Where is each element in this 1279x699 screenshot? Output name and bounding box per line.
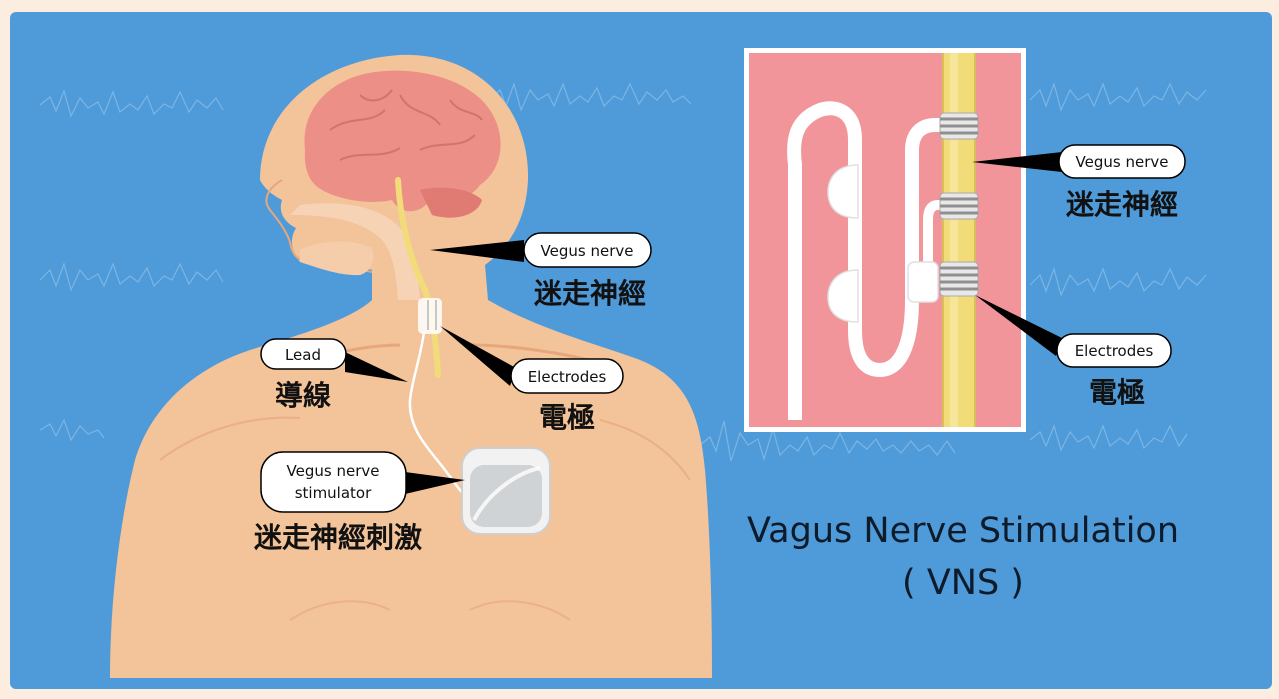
inset-connector	[908, 262, 938, 302]
neck-electrodes	[418, 298, 442, 334]
brain	[304, 71, 500, 212]
label-stimulator-en-line2: stimulator	[295, 484, 372, 502]
inset-nerve-highlight	[950, 53, 958, 427]
label-lead-zh: 導線	[275, 379, 331, 412]
label-lead-en: Lead	[285, 346, 321, 364]
label-electrodes-zh: 電極	[539, 401, 595, 434]
diagram-subtitle: ( VNS )	[902, 563, 1024, 603]
inset-detail	[744, 48, 1062, 432]
stimulator-face	[470, 465, 542, 527]
inset-nerve	[943, 53, 975, 427]
inset-label-vagus-nerve-zh: 迷走神經	[1066, 188, 1178, 221]
inset-label-vagus-nerve-en: Vegus nerve	[1076, 153, 1169, 171]
label-vagus-nerve-en: Vegus nerve	[541, 242, 634, 260]
diagram-title: Vagus Nerve Stimulation	[747, 511, 1179, 551]
label-stimulator-pill	[261, 452, 406, 512]
label-vagus-nerve-zh: 迷走神經	[534, 277, 646, 310]
label-stimulator-zh: 迷走神經刺激	[254, 521, 422, 554]
label-stimulator: Vegus nerve stimulator 迷走神經刺激	[254, 452, 422, 554]
label-electrodes-en: Electrodes	[528, 368, 607, 386]
inset-label-electrodes-zh: 電極	[1089, 376, 1145, 409]
inset-label-electrodes-en: Electrodes	[1075, 342, 1154, 360]
label-stimulator-en-line1: Vegus nerve	[287, 462, 380, 480]
